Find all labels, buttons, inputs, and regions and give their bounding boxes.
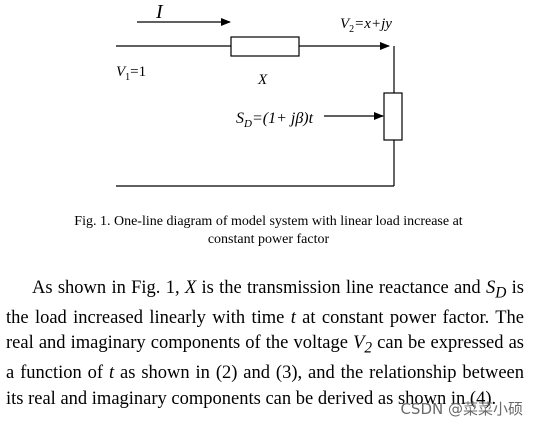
load-box — [383, 92, 403, 141]
figure-caption-line-2: constant power factor — [207, 232, 330, 247]
current-label: I — [155, 1, 164, 23]
v1-label: V1=1 — [116, 64, 146, 83]
reactance-box — [230, 36, 300, 57]
load-label: SD=(1+ jβ)t — [236, 110, 314, 130]
v2-label: V2=x+jy — [340, 16, 392, 35]
watermark: CSDN @菜菜小硕 — [400, 400, 523, 418]
body-paragraph: As shown in Fig. 1, X is the transmissio… — [6, 278, 524, 409]
reactance-label: X — [257, 72, 268, 88]
one-line-diagram: I V2=x+jy V1=1 X SD=(1+ jβ)t — [116, 1, 403, 187]
figure-caption-line-1: Fig. 1. One-line diagram of model system… — [74, 214, 463, 229]
